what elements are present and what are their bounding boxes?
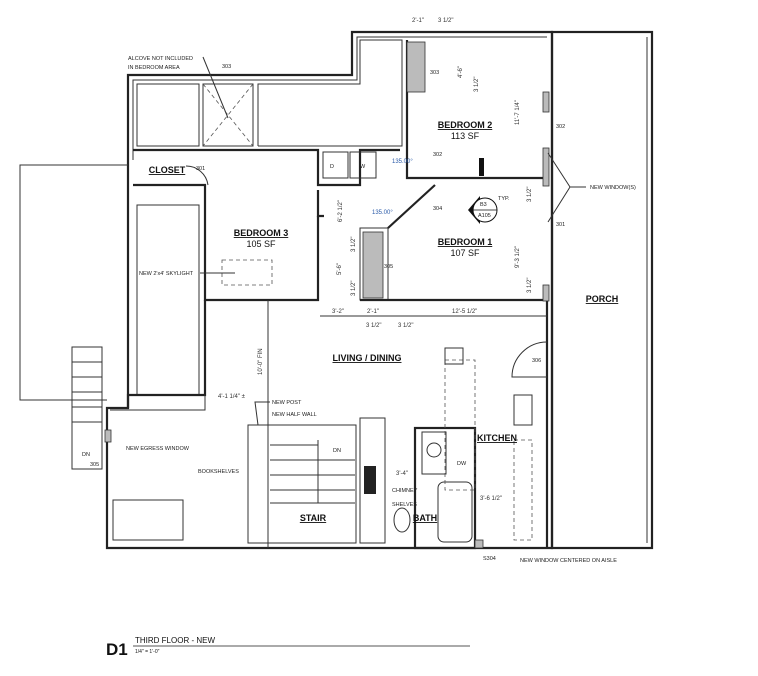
note-chimney: CHIMNEY [392, 488, 418, 494]
dim-bath-width: 3'-4" [396, 471, 408, 477]
dim-b1-c: 3 1/2" [527, 278, 533, 293]
tag-303: 303 [222, 64, 231, 70]
room-area-bedroom-3: 105 SF [246, 239, 276, 249]
dim-h5: 3 1/2" [398, 323, 413, 329]
door-tag-305: 305 [384, 264, 393, 270]
note-new-half-wall: NEW HALF WALL [272, 412, 317, 418]
door-tag-303: 303 [430, 70, 439, 76]
dim-h1: 3'-2" [332, 309, 344, 315]
room-area-bedroom-1: 107 SF [450, 248, 480, 258]
door-tag-301: 301 [196, 166, 205, 172]
section-marker [468, 158, 498, 224]
note-new-windows: NEW WINDOW(S) [590, 185, 636, 191]
dim-kitchen-width: 3'-6 1/2" [480, 496, 502, 502]
washer-label: W [360, 164, 366, 170]
dim-ceiling-fin: 10'-0" FIN [258, 348, 264, 375]
note-skylight: NEW 2'x4' SKYLIGHT [139, 271, 194, 277]
section-tag-b3: B3 [480, 202, 487, 208]
door-tag-304: 304 [433, 206, 442, 212]
note-shelves: SHELVES [392, 502, 417, 508]
room-label-closet: CLOSET [149, 165, 186, 175]
room-label-stair: STAIR [300, 513, 327, 523]
drawing-title: THIRD FLOOR - NEW [135, 636, 215, 645]
toilet [393, 507, 411, 533]
dim-b1-a: 3 1/2" [527, 187, 533, 202]
bathtub [437, 481, 473, 543]
window-tag-301: 301 [556, 222, 565, 228]
door-tag-302: 302 [433, 152, 442, 158]
dim-closet-b: 5'-6" [337, 263, 343, 275]
room-label-bedroom-3: BEDROOM 3 [234, 228, 289, 238]
room-label-bedroom-1: BEDROOM 1 [438, 237, 493, 247]
room-label-bath: BATH [413, 513, 437, 523]
room-label-porch: PORCH [586, 294, 619, 304]
note-bookshelves: BOOKSHELVES [198, 469, 239, 475]
stair-dn: DN [333, 448, 341, 454]
dim-b3-a: 6'-2 1/2" [338, 200, 344, 222]
interior-walls [110, 39, 549, 550]
dim-b1-height: 9'-3 1/2" [515, 246, 521, 268]
room-label-living-dining: LIVING / DINING [332, 353, 401, 363]
dim-top-1: 2'-1" [412, 18, 424, 24]
drawing-scale: 1/4" = 1'-0" [135, 649, 160, 655]
note-egress-window: NEW EGRESS WINDOW [126, 446, 190, 452]
room-label-kitchen: KITCHEN [477, 433, 517, 443]
porch-outline [550, 30, 654, 550]
dim-closet-c: 3 1/2" [351, 281, 357, 296]
dim-h3: 12'-5 1/2" [452, 309, 477, 315]
dishwasher-label: DW [457, 461, 467, 467]
dim-b2-a: 4'-6" [458, 66, 464, 78]
room-area-bedroom-2: 113 SF [451, 131, 480, 141]
dim-angle-1: 135.00° [392, 159, 413, 165]
dim-angle-2: 135.00° [372, 210, 393, 216]
dim-h4: 3 1/2" [366, 323, 381, 329]
stair-treads [270, 440, 355, 504]
room-label-bedroom-2: BEDROOM 2 [438, 120, 493, 130]
exterior-stair [71, 346, 103, 470]
note-alcove-line2: IN BEDROOM AREA [128, 65, 180, 71]
section-tag-a105: A105 [478, 213, 491, 219]
exterior-stair-dn: DN [82, 452, 90, 458]
dim-b2-b: 3 1/2" [474, 77, 480, 92]
note-alcove-line1: ALCOVE NOT INCLUDED [128, 56, 193, 62]
door-tag-306: 306 [532, 358, 541, 364]
window-tag-305: 305 [90, 462, 99, 468]
window-tag-302: 302 [556, 124, 565, 130]
chimney [364, 466, 376, 494]
dim-b2-height: 11'-7 1/4" [515, 100, 521, 125]
dim-top-2: 3 1/2" [438, 18, 453, 24]
dryer-label: D [330, 164, 334, 170]
note-window-aisle: NEW WINDOW CENTERED ON AISLE [520, 558, 617, 564]
window-markers [104, 91, 550, 549]
closet-shelving [362, 41, 426, 299]
drawing-id: D1 [106, 640, 128, 659]
note-typ: TYP. [498, 196, 510, 202]
exterior-walls [19, 30, 654, 550]
skylight [221, 259, 273, 286]
dim-post: 4'-1 1/4" ± [218, 394, 246, 400]
dim-closet-a: 3 1/2" [351, 237, 357, 252]
note-new-post: NEW POST [272, 400, 302, 406]
window-tag-s304: S304 [483, 556, 496, 562]
dim-h2: 2'-1" [367, 309, 379, 315]
